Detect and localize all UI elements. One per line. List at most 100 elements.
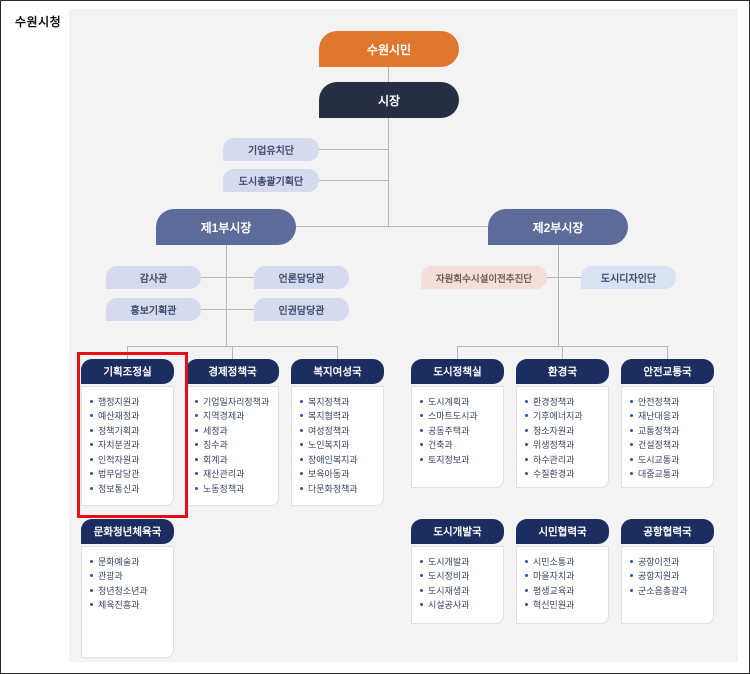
- dept-header[interactable]: 도시개발국: [411, 519, 504, 544]
- bullet-icon: [420, 603, 423, 607]
- dept-header[interactable]: 기획조정실: [81, 359, 174, 384]
- bullet-icon: [420, 574, 423, 578]
- connector-line: [388, 118, 389, 226]
- staff-unit-box[interactable]: 도시총괄기획단: [223, 169, 319, 192]
- dept-item-label: 세정과: [203, 425, 228, 436]
- bullet-icon: [630, 574, 633, 578]
- dept-item: 재난대응과: [630, 409, 709, 424]
- dept-item: 재산관리과: [195, 467, 274, 482]
- bullet-icon: [90, 399, 93, 403]
- connector-line: [562, 346, 563, 359]
- dept-item: 자치분권과: [90, 438, 169, 453]
- bullet-icon: [420, 559, 423, 563]
- aide-box[interactable]: 도시디자인단: [581, 266, 676, 289]
- dept-item: 시민소통과: [525, 554, 604, 569]
- dept-item: 법무담당관: [90, 467, 169, 482]
- aide-box[interactable]: 홍보기획관: [106, 298, 201, 321]
- dept-item-label: 체육진흥과: [98, 600, 140, 611]
- dept-item: 기업일자리정책과: [195, 394, 274, 409]
- dept-header[interactable]: 공항협력국: [621, 519, 714, 544]
- bullet-icon: [195, 486, 198, 490]
- bullet-icon: [630, 588, 633, 592]
- dept-item: 대중교통과: [630, 467, 709, 482]
- bullet-icon: [420, 428, 423, 432]
- dept-item: 정책기획과: [90, 423, 169, 438]
- aide-box[interactable]: 자원회수시설이전추진단: [421, 266, 547, 289]
- dept-item-label: 복지협력과: [308, 411, 350, 422]
- dept-header[interactable]: 도시정책실: [411, 359, 504, 384]
- dept-item-label: 재난대응과: [638, 411, 680, 422]
- dept-item-label: 청소자원과: [533, 425, 575, 436]
- connector-line: [319, 180, 388, 181]
- dept-item: 징수과: [195, 438, 274, 453]
- aide-box[interactable]: 인권담당관: [254, 298, 349, 321]
- dept-item-label: 시설공사과: [428, 600, 470, 611]
- dept-item: 청년청소년과: [90, 583, 169, 598]
- dept-header[interactable]: 복지여성국: [291, 359, 384, 384]
- dept-item: 예산재정과: [90, 409, 169, 424]
- dept-header[interactable]: 안전교통국: [621, 359, 714, 384]
- aide-box[interactable]: 감사관: [106, 266, 201, 289]
- node-mayor[interactable]: 시장: [319, 82, 459, 118]
- bullet-icon: [525, 457, 528, 461]
- dept-item-label: 관광과: [98, 571, 123, 582]
- bullet-icon: [90, 588, 93, 592]
- dept-item-label: 수질환경과: [533, 469, 575, 480]
- dept-item: 관광과: [90, 569, 169, 584]
- node-deputy-mayor-2[interactable]: 제2부시장: [488, 209, 628, 245]
- dept-item: 스마트도시과: [420, 409, 499, 424]
- bullet-icon: [195, 472, 198, 476]
- node-suwon-citizens[interactable]: 수원시민: [319, 31, 459, 67]
- dept-header[interactable]: 문화청년체육국: [81, 519, 174, 544]
- dept-item: 노동정책과: [195, 481, 274, 496]
- staff-unit-box[interactable]: 기업유치단: [223, 138, 319, 161]
- dept-header[interactable]: 시민협력국: [516, 519, 609, 544]
- dept-item-label: 정책기획과: [98, 425, 140, 436]
- bullet-icon: [525, 399, 528, 403]
- bullet-icon: [90, 457, 93, 461]
- dept-item: 평생교육과: [525, 583, 604, 598]
- dept-item: 다문화정책과: [300, 481, 379, 496]
- dept-item: 장애인복지과: [300, 452, 379, 467]
- dept-item-label: 환경정책과: [533, 396, 575, 407]
- dept-header[interactable]: 경제정책국: [186, 359, 279, 384]
- dept-item: 도시개발과: [420, 554, 499, 569]
- dept-item: 건설정책과: [630, 438, 709, 453]
- dept-item: 정보통신과: [90, 481, 169, 496]
- bullet-icon: [300, 486, 303, 490]
- bullet-icon: [90, 472, 93, 476]
- bullet-icon: [630, 428, 633, 432]
- dept-item-label: 행정지원과: [98, 396, 140, 407]
- aide-box[interactable]: 언론담당관: [254, 266, 349, 289]
- dept-item: 위생정책과: [525, 438, 604, 453]
- dept-item: 교통정책과: [630, 423, 709, 438]
- dept-item-label: 도시교통과: [638, 454, 680, 465]
- bullet-icon: [525, 574, 528, 578]
- bullet-icon: [90, 603, 93, 607]
- dept-item-label: 도시정비과: [428, 571, 470, 582]
- dept-item: 인적자원과: [90, 452, 169, 467]
- bullet-icon: [300, 428, 303, 432]
- node-deputy-mayor-1[interactable]: 제1부시장: [156, 209, 296, 245]
- bullet-icon: [90, 486, 93, 490]
- dept-item: 안전정책과: [630, 394, 709, 409]
- dept-item: 청소자원과: [525, 423, 604, 438]
- connector-line: [232, 346, 233, 359]
- dept-item-label: 시민소통과: [533, 556, 575, 567]
- bullet-icon: [420, 399, 423, 403]
- dept-item: 보육아동과: [300, 467, 379, 482]
- bullet-icon: [420, 443, 423, 447]
- dept-header[interactable]: 환경국: [516, 359, 609, 384]
- bullet-icon: [630, 443, 633, 447]
- dept-item-label: 기업일자리정책과: [203, 396, 270, 407]
- dept-item-label: 정보통신과: [98, 483, 140, 494]
- connector-line: [558, 245, 559, 346]
- bullet-icon: [525, 428, 528, 432]
